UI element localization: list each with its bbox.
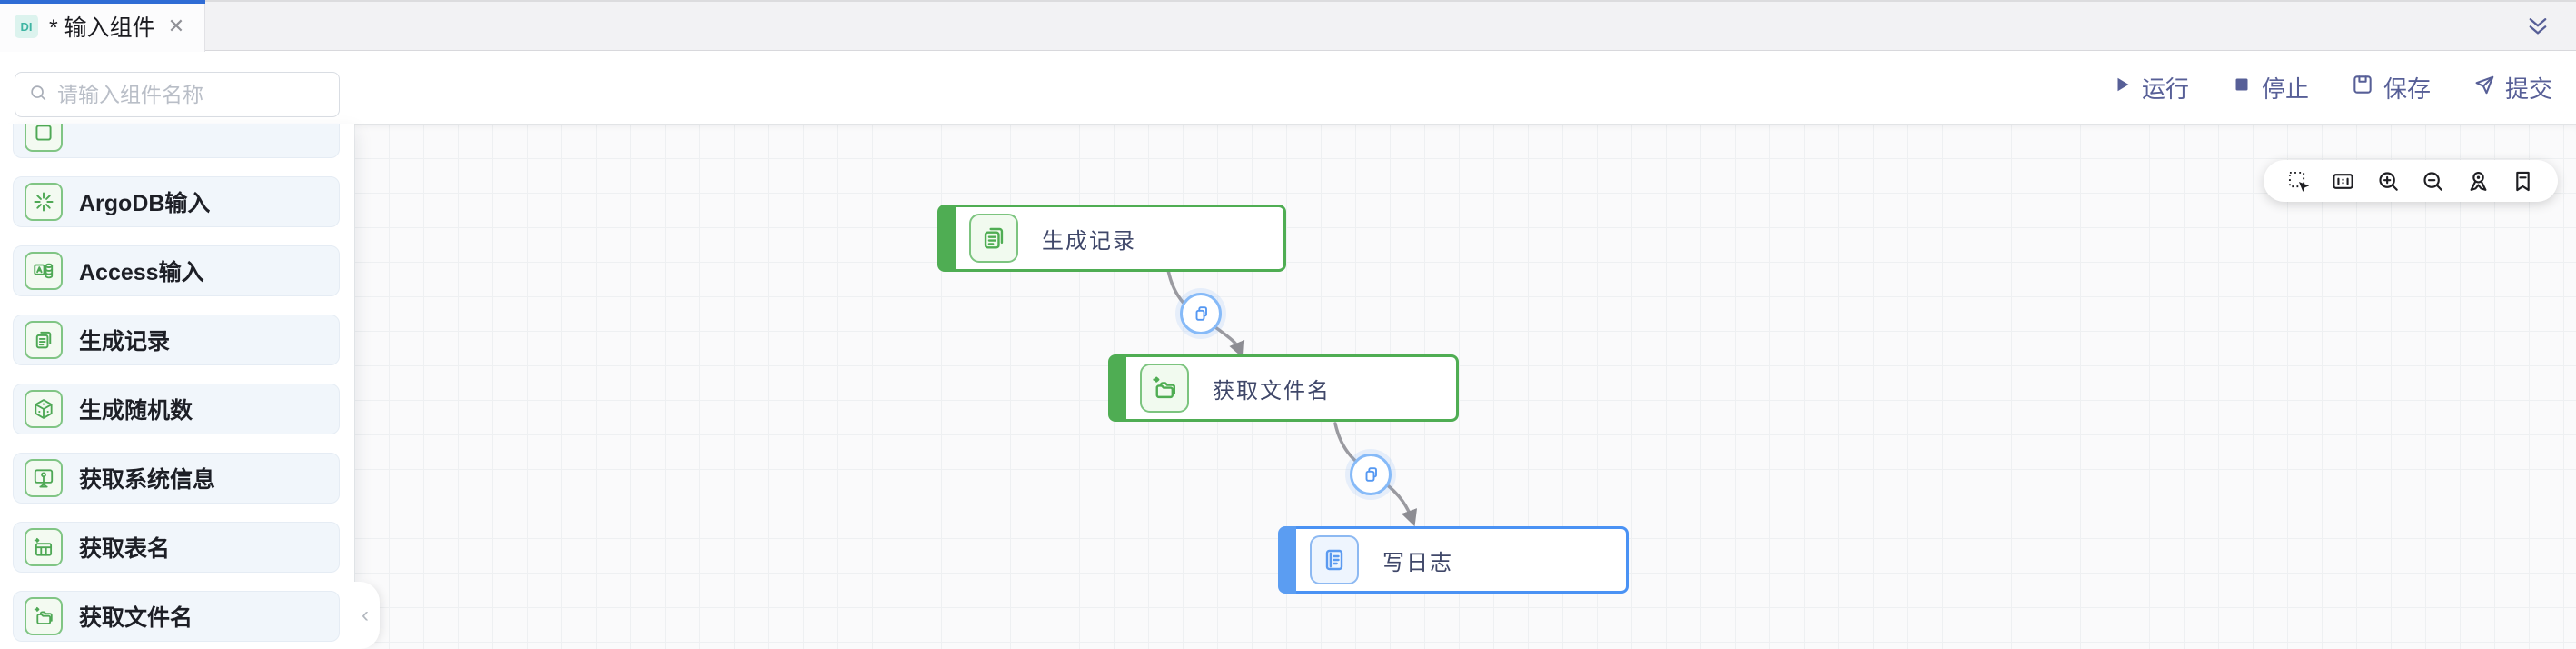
stop-icon	[2231, 74, 2253, 102]
zoom-in-icon[interactable]	[2373, 165, 2403, 196]
run-actions: 运行 停止 保存 提交	[2111, 52, 2552, 124]
sidebar-item-table-names[interactable]: 获取表名	[13, 522, 340, 573]
bookmark-icon[interactable]	[2508, 165, 2539, 196]
node-generate-records[interactable]: 生成记录	[937, 205, 1286, 272]
dice-icon	[25, 390, 63, 428]
sidebar-item-file-names[interactable]: 获取文件名	[13, 591, 340, 642]
stop-button[interactable]: 停止	[2231, 71, 2309, 105]
sidebar-item-label: 获取文件名	[79, 605, 193, 631]
marquee-select-icon[interactable]	[2283, 165, 2313, 196]
edge-copy-badge[interactable]	[1180, 293, 1222, 334]
node-write-log[interactable]: 写日志	[1278, 526, 1629, 594]
sidebar-item-label: 获取系统信息	[79, 467, 216, 493]
run-button[interactable]: 运行	[2111, 71, 2189, 105]
tab-input-components[interactable]: DI * 输入组件 ✕	[0, 0, 205, 53]
run-label: 运行	[2141, 75, 2189, 103]
active-tab-indicator	[0, 0, 205, 4]
sidebar-collapse-button[interactable]: ‹	[354, 582, 380, 649]
search-input[interactable]	[57, 82, 326, 107]
locate-icon[interactable]	[2462, 165, 2493, 196]
stop-label: 停止	[2261, 75, 2309, 103]
copy-icon	[1365, 467, 1377, 482]
node-accent-bar	[937, 205, 956, 272]
copy-document-icon	[25, 321, 63, 359]
argodb-burst-icon	[25, 183, 63, 221]
send-icon	[2472, 73, 2496, 103]
chevron-left-icon: ‹	[362, 603, 369, 627]
tab-close-icon[interactable]: ✕	[167, 15, 185, 37]
sidebar-item-argodb-input[interactable]: ArgoDB输入	[13, 176, 340, 227]
tab-title: * 输入组件	[49, 15, 155, 41]
save-label: 保存	[2383, 75, 2431, 103]
log-document-icon	[1310, 535, 1359, 584]
node-accent-bar	[1278, 526, 1296, 594]
component-search-box[interactable]	[15, 72, 340, 117]
zoom-out-icon[interactable]	[2418, 165, 2449, 196]
di-badge: DI	[15, 15, 38, 38]
sidebar-item-random-number[interactable]: 生成随机数	[13, 384, 340, 434]
sidebar-item-system-info[interactable]: 获取系统信息	[13, 453, 340, 504]
node-label: 写日志	[1382, 550, 1453, 575]
copy-document-icon	[969, 214, 1018, 263]
sidebar-item-label: ArgoDB输入	[79, 191, 211, 216]
save-icon	[2351, 73, 2374, 103]
sidebar-item-generate-records[interactable]: 生成记录	[13, 315, 340, 365]
sidebar-item-label: 获取表名	[79, 536, 171, 562]
sidebar-item-partial[interactable]	[13, 124, 340, 158]
node-label: 获取文件名	[1213, 378, 1331, 404]
submit-button[interactable]: 提交	[2472, 71, 2552, 105]
node-accent-bar	[1108, 354, 1126, 422]
sidebar-item-label: 生成记录	[79, 329, 171, 354]
access-db-icon	[25, 252, 63, 290]
top-toolbar: 运行 停止 保存 提交	[0, 52, 2576, 124]
play-icon	[2111, 74, 2133, 102]
copy-icon	[1195, 306, 1207, 321]
fit-view-icon[interactable]	[2328, 165, 2359, 196]
folder-arrow-icon	[25, 597, 63, 635]
tab-bar: DI * 输入组件 ✕	[0, 0, 2576, 53]
chevrons-down-icon[interactable]	[2522, 11, 2554, 44]
folder-arrow-icon	[1140, 364, 1189, 413]
table-arrow-icon	[25, 528, 63, 566]
node-label: 生成记录	[1042, 228, 1136, 254]
sidebar-item-label: Access输入	[79, 260, 204, 285]
partial-component-icon	[25, 124, 63, 152]
component-sidebar: ArgoDB输入 Access输入 生成记录 生成随机数 获取系统信息	[0, 124, 354, 649]
monitor-info-icon	[25, 459, 63, 497]
edge-copy-badge[interactable]	[1350, 454, 1392, 495]
node-get-file-names[interactable]: 获取文件名	[1108, 354, 1459, 422]
canvas-mini-toolbar	[2264, 160, 2558, 202]
search-icon	[28, 83, 48, 107]
submit-label: 提交	[2504, 75, 2552, 103]
save-button[interactable]: 保存	[2351, 71, 2431, 105]
sidebar-item-access-input[interactable]: Access输入	[13, 245, 340, 296]
sidebar-item-label: 生成随机数	[79, 398, 193, 424]
